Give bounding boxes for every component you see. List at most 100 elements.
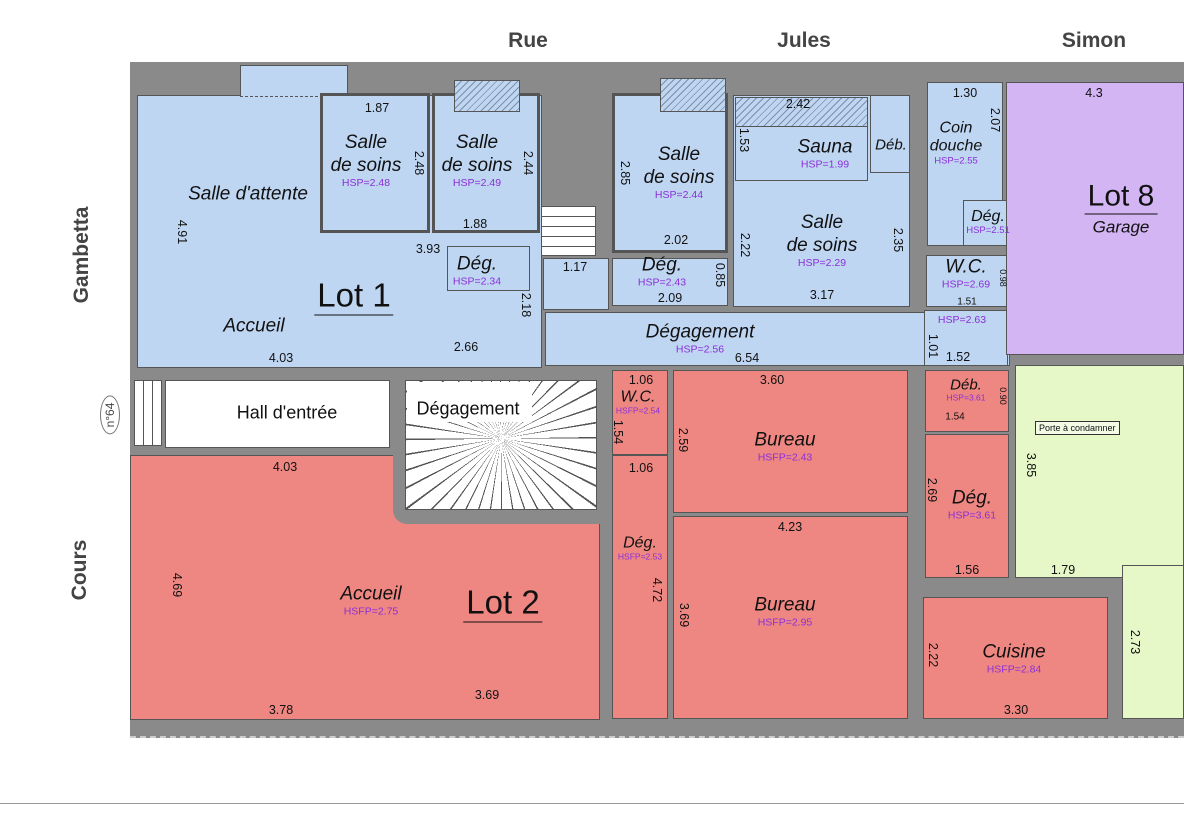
room-height: HSP=2.48: [341, 177, 391, 189]
room-name: W.C.: [620, 388, 656, 406]
dimension-label: 1.06: [628, 461, 654, 475]
dimension-label: 2.85: [618, 160, 632, 186]
dimension-label: 4.72: [650, 577, 664, 603]
dimension-label: 1.30: [952, 86, 978, 100]
dimension-label: 2.02: [663, 233, 689, 247]
room-height: HSP=2.51: [966, 225, 1010, 236]
room-height: HSP=2.29: [797, 257, 847, 269]
lot-2-label: Lot 2: [463, 584, 543, 623]
room-name: Dég.: [623, 534, 657, 552]
room-name: Salle: [657, 144, 701, 165]
room-name: Dégagement: [645, 321, 755, 343]
dimension-label: 3.69: [474, 688, 500, 702]
room-deg-253: [612, 455, 668, 719]
dimension-label: 1.88: [462, 217, 488, 231]
dimension-label: 0.98: [998, 269, 1008, 287]
room-label: Dég.HSP=3.61: [948, 487, 996, 522]
dimension-label: 0.85: [713, 262, 727, 288]
annotation-porte-a-condamner: Porte à condamner: [1035, 421, 1120, 435]
room-deg-lot1: [447, 246, 530, 291]
room-height: HSP=2.55: [934, 155, 978, 167]
street-number: n°64: [100, 395, 120, 435]
room-name: Dég.: [456, 253, 498, 275]
dimension-label: 4.91: [175, 219, 189, 245]
lot-1-label: Lot 1: [314, 277, 394, 316]
room-name: Bureau: [754, 429, 816, 451]
room-name: Dégagement: [416, 398, 520, 419]
entrance-steps: [134, 380, 162, 446]
lot-8-use: Garage: [1092, 217, 1150, 237]
room-name: Hall d'entrée: [236, 402, 338, 423]
street-label-rue: Rue: [508, 29, 548, 52]
dimension-label: 2.59: [676, 427, 690, 453]
dimension-label: 1.01: [926, 333, 940, 359]
room-name: Coin: [939, 119, 973, 137]
street-label-cours: Cours: [68, 539, 91, 601]
room-wc-lot1: [926, 255, 1008, 307]
room-deb-lot1: [870, 95, 910, 173]
room-cuisine: [923, 597, 1108, 719]
room-hall-entree: [165, 380, 390, 448]
dimension-label: 2.35: [891, 227, 905, 253]
room-height: HSFP=2.84: [986, 663, 1042, 676]
dimension-label: 2.48: [412, 150, 426, 176]
dimension-label: 3.85: [1024, 452, 1038, 478]
neighbor-space: [1015, 365, 1184, 578]
dimension-label: 1.79: [1050, 563, 1076, 577]
room-salle-de-soins-3: [612, 93, 728, 253]
room-height: HSFP=2.54: [615, 405, 661, 416]
room-deg-243: [612, 258, 728, 306]
dimension-label: 3.78: [268, 703, 294, 717]
chimney: [454, 80, 520, 112]
landing: [543, 258, 609, 310]
room-name: Salle: [455, 132, 499, 153]
room-name: de soins: [643, 167, 715, 188]
dimension-label: 2.09: [657, 291, 683, 305]
room-name: Accueil: [223, 315, 285, 337]
dimension-label: 2.42: [785, 97, 811, 111]
dimension-label: 0.90: [998, 387, 1008, 405]
room-salle-de-soins-1: [320, 93, 430, 233]
room-label: W.C.HSP=2.69: [942, 256, 990, 291]
room-label: W.C.HSFP=2.54: [616, 389, 660, 416]
dimension-label: 2.18: [519, 292, 533, 318]
window-bay: [240, 65, 348, 97]
room-name: de soins: [441, 155, 513, 176]
room-height: HSFP=2.75: [343, 605, 399, 618]
property-line: [130, 736, 1184, 739]
dimension-label: 4.3: [1085, 86, 1103, 100]
room-name: W.C.: [945, 256, 987, 278]
room-deg-361: [925, 434, 1009, 578]
room-name: Sauna: [797, 136, 853, 158]
room-name: Salle: [344, 132, 388, 153]
room-label: Déb.HSP=3.61: [947, 378, 986, 403]
chimney: [660, 78, 726, 112]
dimension-label: 1.53: [737, 127, 751, 153]
street-label-gambetta: Gambetta: [70, 206, 93, 304]
dimension-label: 2.73: [1128, 629, 1142, 655]
dimension-label: 4.69: [170, 572, 184, 598]
dimension-label: 1.56: [954, 563, 980, 577]
room-salle-de-soins-2: [432, 93, 540, 233]
room-height: HSFP=2.53: [617, 551, 663, 562]
dimension-label: 2.69: [925, 477, 939, 503]
dimension-label: 1.54: [945, 411, 965, 423]
dimension-label: 3.93: [415, 242, 441, 256]
dimension-label: 3.30: [1003, 703, 1029, 717]
room-name: Dég.: [951, 487, 993, 509]
room-bureau-2: [673, 516, 908, 719]
room-name: Dég.: [641, 254, 683, 276]
room-height: HSP=2.43: [637, 276, 687, 289]
room-height: HSP=3.61: [947, 509, 997, 522]
room-name: de soins: [786, 235, 858, 256]
lot-8-garage: [1006, 82, 1184, 355]
room-height: HSP=2.49: [452, 177, 502, 189]
room-label: Dég.HSP=2.51: [966, 208, 1010, 236]
